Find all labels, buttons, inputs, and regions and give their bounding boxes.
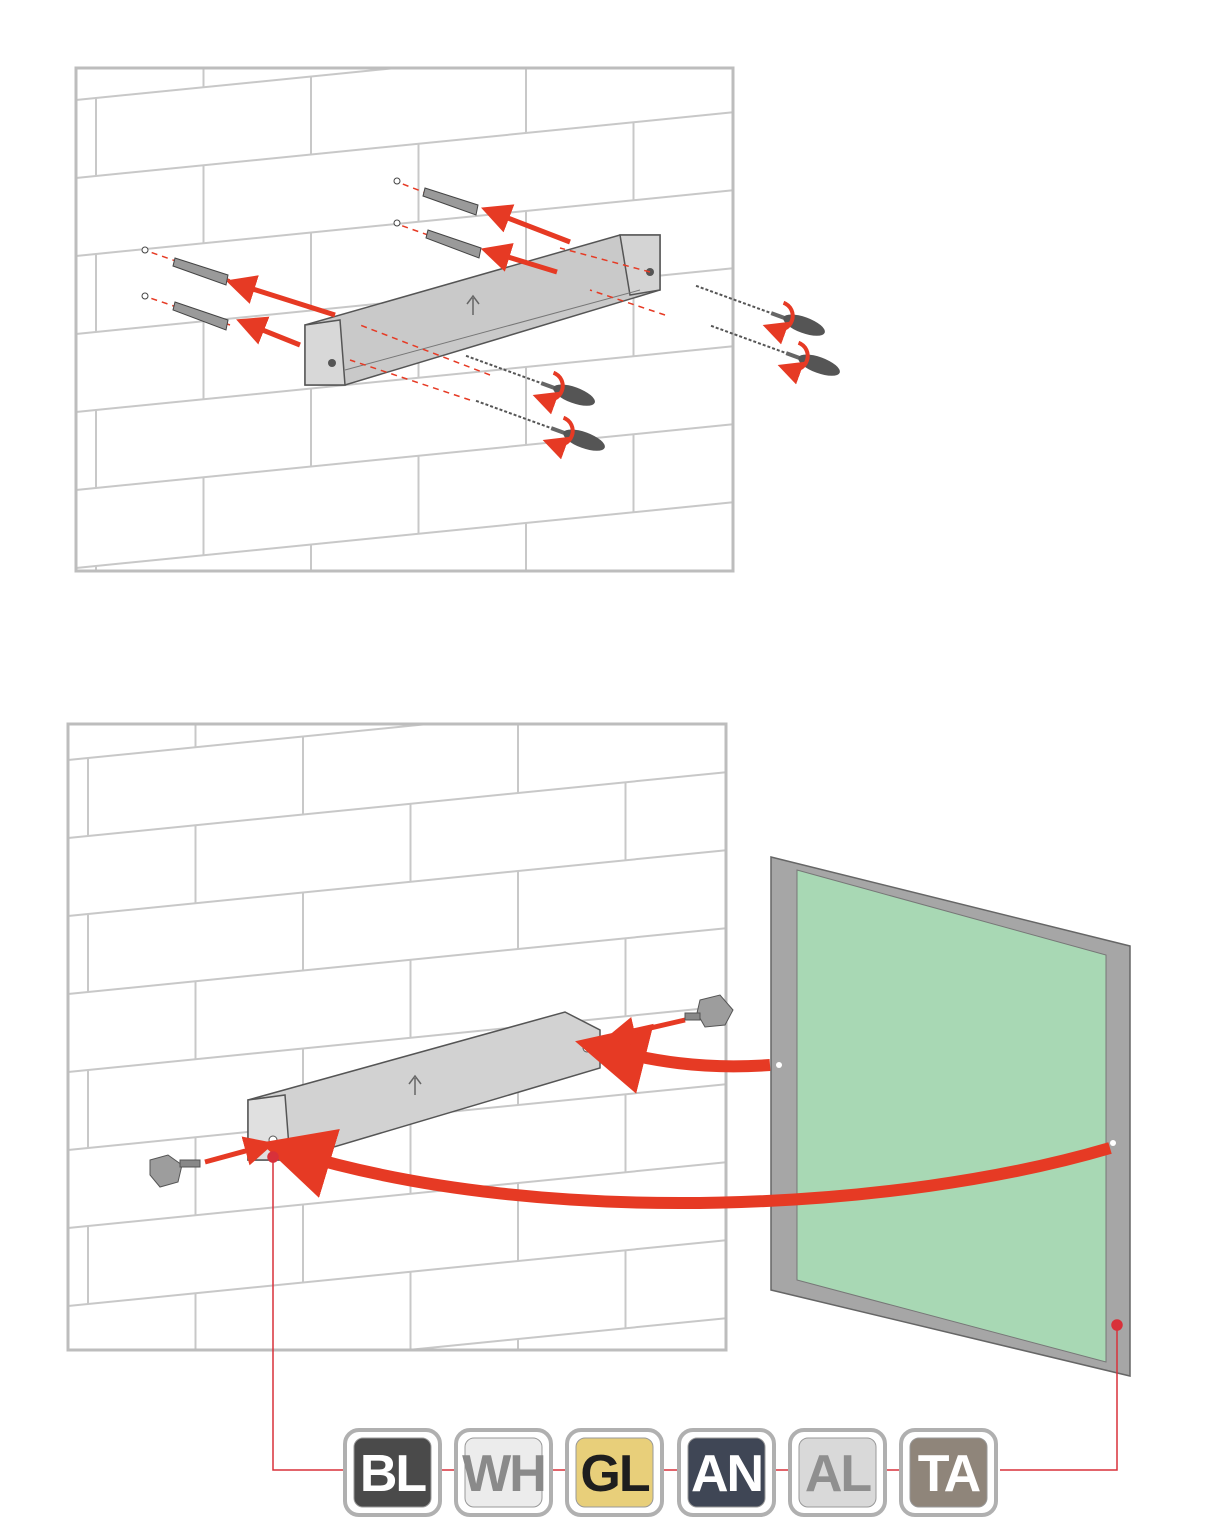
up-arrow-mark xyxy=(466,294,480,315)
mortar-line xyxy=(75,189,734,257)
screwdrivers xyxy=(465,284,840,460)
mortar-line xyxy=(75,423,734,491)
mortar-line xyxy=(75,501,734,569)
mortar-line xyxy=(75,345,734,413)
wall-plugs xyxy=(141,177,482,331)
mortar-line xyxy=(67,1239,727,1307)
finish-code: BL xyxy=(360,1445,427,1503)
mortar-line xyxy=(67,723,429,761)
finish-badge-ta: TA xyxy=(899,1428,998,1517)
mortar-line xyxy=(407,1317,727,1351)
mortar-line xyxy=(67,927,727,995)
finish-badge-al: AL xyxy=(788,1428,887,1517)
step2-arrows xyxy=(204,1017,1112,1210)
green-panel xyxy=(770,856,1131,1377)
finish-code: GL xyxy=(580,1445,649,1503)
step1-bracket xyxy=(304,234,661,386)
mortar-line xyxy=(67,849,727,917)
step2-wall xyxy=(66,722,728,1352)
finish-code: WH xyxy=(462,1445,545,1503)
mortar-line xyxy=(75,67,397,101)
finish-badges: BL WH GL AN AL TA xyxy=(343,1428,998,1517)
knob-screws xyxy=(149,994,734,1188)
mortar-line xyxy=(67,771,727,839)
finish-code: TA xyxy=(918,1445,981,1503)
up-arrow-mark xyxy=(408,1074,422,1095)
finish-badge-bl: BL xyxy=(343,1428,442,1517)
finish-leader-lines xyxy=(267,1151,1123,1471)
finish-badge-an: AN xyxy=(677,1428,776,1517)
finish-badge-wh: WH xyxy=(454,1428,553,1517)
finish-badge-gl: GL xyxy=(565,1428,664,1517)
finish-code: AN xyxy=(691,1445,762,1503)
mortar-line xyxy=(67,1161,727,1229)
finish-code: AL xyxy=(805,1445,872,1503)
step2-bracket xyxy=(247,1011,601,1161)
mortar-line xyxy=(75,111,734,179)
